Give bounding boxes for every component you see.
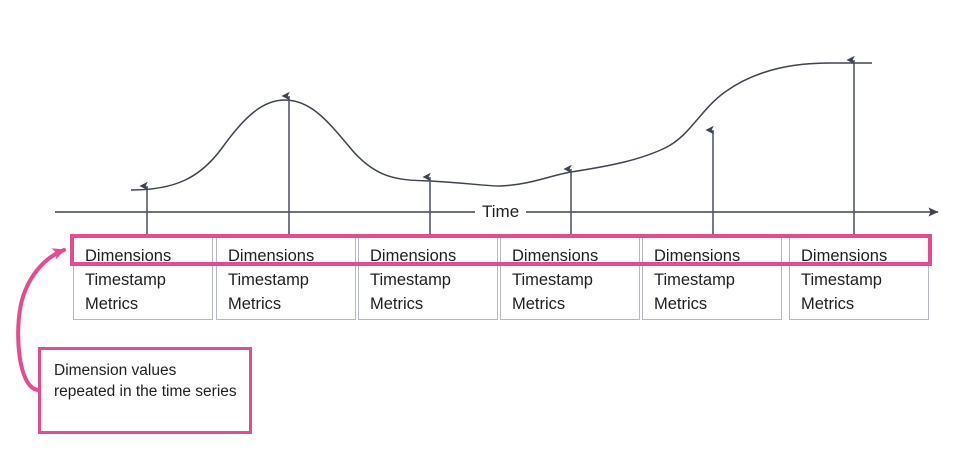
metric-curve <box>130 62 872 191</box>
record-box[interactable]: Dimensions Timestamp Metrics <box>789 237 929 320</box>
record-field-metrics: Metrics <box>654 295 708 313</box>
record-field-metrics: Metrics <box>85 295 139 313</box>
record-box[interactable]: Dimensions Timestamp Metrics <box>500 237 640 320</box>
record-field-timestamp: Timestamp <box>512 271 593 289</box>
record-field-dimensions: Dimensions <box>85 247 172 265</box>
callout-note-text: Dimension values repeated in the time se… <box>54 362 237 400</box>
record-field-timestamp: Timestamp <box>370 271 451 289</box>
record-field-timestamp: Timestamp <box>85 271 166 289</box>
record-field-timestamp: Timestamp <box>654 271 735 289</box>
record-field-dimensions: Dimensions <box>228 247 315 265</box>
record-field-dimensions: Dimensions <box>801 247 888 265</box>
record-field-dimensions: Dimensions <box>654 247 741 265</box>
record-field-metrics: Metrics <box>512 295 566 313</box>
callout-connector-arrow <box>16 248 66 392</box>
record-field-timestamp: Timestamp <box>228 271 309 289</box>
callout-note: Dimension values repeated in the time se… <box>38 347 252 434</box>
record-field-dimensions: Dimensions <box>370 247 457 265</box>
record-box[interactable]: Dimensions Timestamp Metrics <box>216 237 356 320</box>
record-field-timestamp: Timestamp <box>801 271 882 289</box>
record-field-metrics: Metrics <box>370 295 424 313</box>
record-box[interactable]: Dimensions Timestamp Metrics <box>642 237 782 320</box>
record-field-metrics: Metrics <box>801 295 855 313</box>
record-field-dimensions: Dimensions <box>512 247 599 265</box>
time-axis-label: Time <box>475 201 527 223</box>
record-box[interactable]: Dimensions Timestamp Metrics <box>358 237 498 320</box>
record-field-metrics: Metrics <box>228 295 282 313</box>
record-box[interactable]: Dimensions Timestamp Metrics <box>73 237 213 320</box>
